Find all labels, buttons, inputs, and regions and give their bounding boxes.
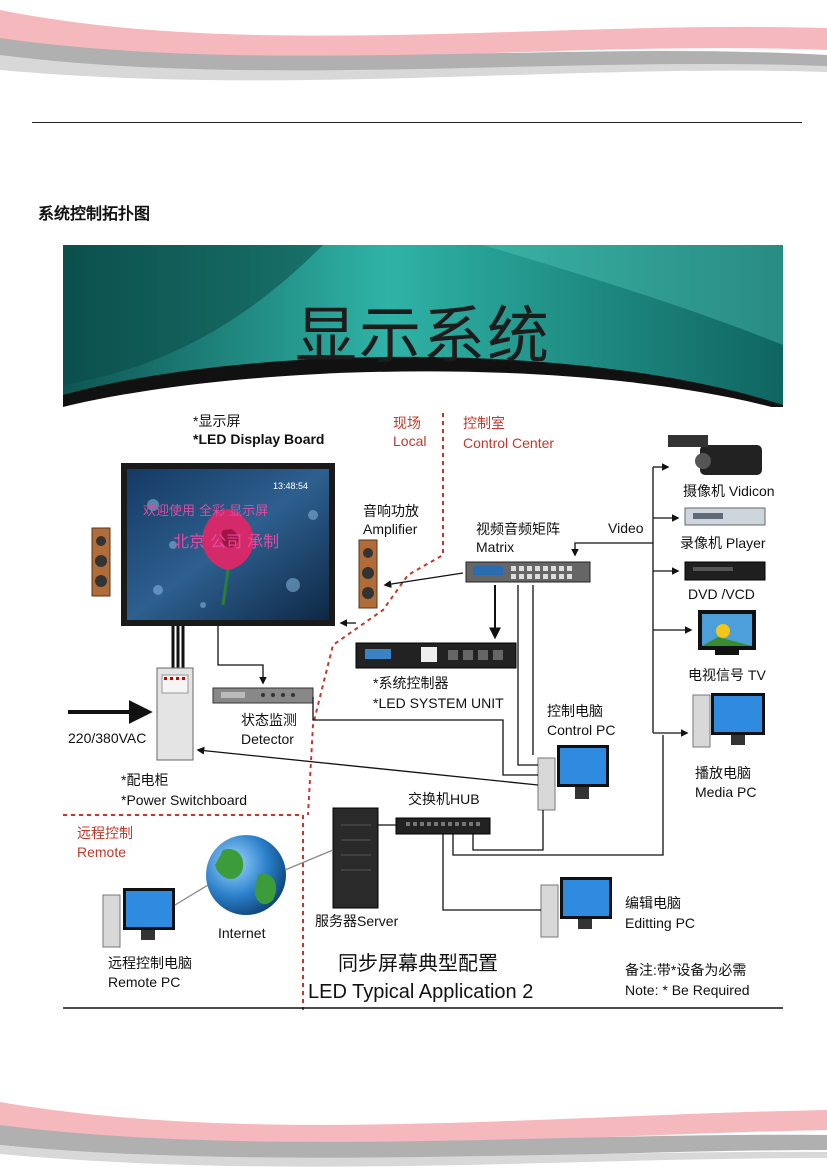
switchboard-label-cn: *配电柜: [121, 772, 169, 788]
caption-title-en: LED Typical Application 2: [308, 981, 534, 1003]
remote-pc-icon: [102, 888, 175, 948]
matrix-label-en: Matrix: [476, 539, 515, 555]
zone-control-en: Control Center: [463, 435, 555, 451]
vidicon-icon: [668, 435, 762, 475]
control-pc-label-cn: 控制电脑: [547, 703, 603, 719]
note-en: Note: * Be Required: [625, 982, 750, 998]
banner-title: 显示系统: [294, 299, 551, 372]
switchboard-label-en: *Power Switchboard: [121, 792, 248, 808]
note-cn: 备注:带*设备为必需: [625, 962, 747, 978]
editing-pc-label-en: Editting PC: [625, 915, 696, 931]
tv-icon: [698, 610, 756, 655]
dvd-label: DVD /VCD: [688, 586, 755, 602]
detector-device: [212, 687, 314, 704]
hub-icon: [395, 817, 491, 835]
control-pc-label-en: Control PC: [547, 722, 616, 738]
media-pc-label-cn: 播放电脑: [695, 765, 751, 781]
screen-clock: 13:48:54: [273, 481, 309, 491]
zone-remote-en: Remote: [77, 844, 127, 860]
player-label: 录像机 Player: [680, 535, 766, 551]
server-icon: [332, 807, 379, 909]
hub-label: 交换机HUB: [408, 791, 480, 807]
zone-remote-cn: 远程控制: [77, 825, 133, 841]
server-label: 服务器Server: [315, 913, 399, 929]
zone-local-en: Local: [393, 433, 427, 449]
header-rule: [32, 122, 802, 123]
player-icon: [684, 507, 766, 526]
amplifier-label-cn: 音响功放: [363, 503, 419, 519]
amplifier-label-en: Amplifier: [363, 521, 418, 537]
power-input-label: 220/380VAC: [68, 730, 147, 746]
screen-line-2: 北京 公司 承制: [173, 532, 280, 551]
screen-line-1: 欢迎使用 全彩 显示屏: [143, 504, 269, 519]
header-swoosh: [0, 10, 827, 81]
detector-label-cn: 状态监测: [241, 712, 297, 728]
footer-swoosh: [0, 1102, 827, 1167]
system-unit-label-en: *LED SYSTEM UNIT: [373, 695, 504, 711]
matrix-device: [465, 561, 591, 583]
zone-local-cn: 现场: [393, 415, 421, 431]
dvd-icon: [684, 561, 766, 581]
banner: [63, 245, 783, 413]
connection-lines: [174, 463, 693, 911]
display-cables: [171, 626, 185, 670]
power-switchboard-device: [156, 667, 194, 761]
tv-label: 电视信号 TV: [688, 667, 766, 683]
internet-globe-icon: [206, 835, 286, 915]
topology-diagram: 显示系统 13:48:54 欢迎使用 全彩 显示屏 北京 公司 承制 现场 Lo…: [63, 245, 783, 1010]
caption-title-cn: 同步屏幕典型配置: [338, 953, 498, 975]
internet-label: Internet: [218, 925, 266, 941]
zone-dividers: [63, 413, 444, 1010]
control-pc-icon: [537, 745, 609, 811]
zone-control-cn: 控制室: [463, 415, 505, 431]
speaker-left-icon: [91, 527, 111, 597]
detector-label-en: Detector: [241, 731, 294, 747]
system-unit-device: [355, 642, 517, 669]
speaker-right-icon: [358, 539, 378, 609]
system-unit-label-cn: *系统控制器: [373, 675, 449, 691]
editing-pc-icon: [540, 877, 612, 938]
video-label: Video: [608, 520, 644, 536]
media-pc-label-en: Media PC: [695, 784, 757, 800]
media-pc-icon: [692, 693, 765, 748]
remote-pc-label-cn: 远程控制电脑: [108, 955, 192, 971]
display-label-cn: *显示屏: [193, 413, 241, 429]
display-label-en: *LED Display Board: [193, 431, 325, 447]
editing-pc-label-cn: 编辑电脑: [625, 895, 681, 911]
matrix-label-cn: 视频音频矩阵: [476, 521, 560, 537]
vidicon-label: 摄像机 Vidicon: [683, 483, 775, 499]
diagram-graphics: [63, 245, 783, 1010]
section-heading: 系统控制拓扑图: [38, 204, 151, 223]
led-display-board: [121, 463, 335, 626]
remote-pc-label-en: Remote PC: [108, 974, 181, 990]
